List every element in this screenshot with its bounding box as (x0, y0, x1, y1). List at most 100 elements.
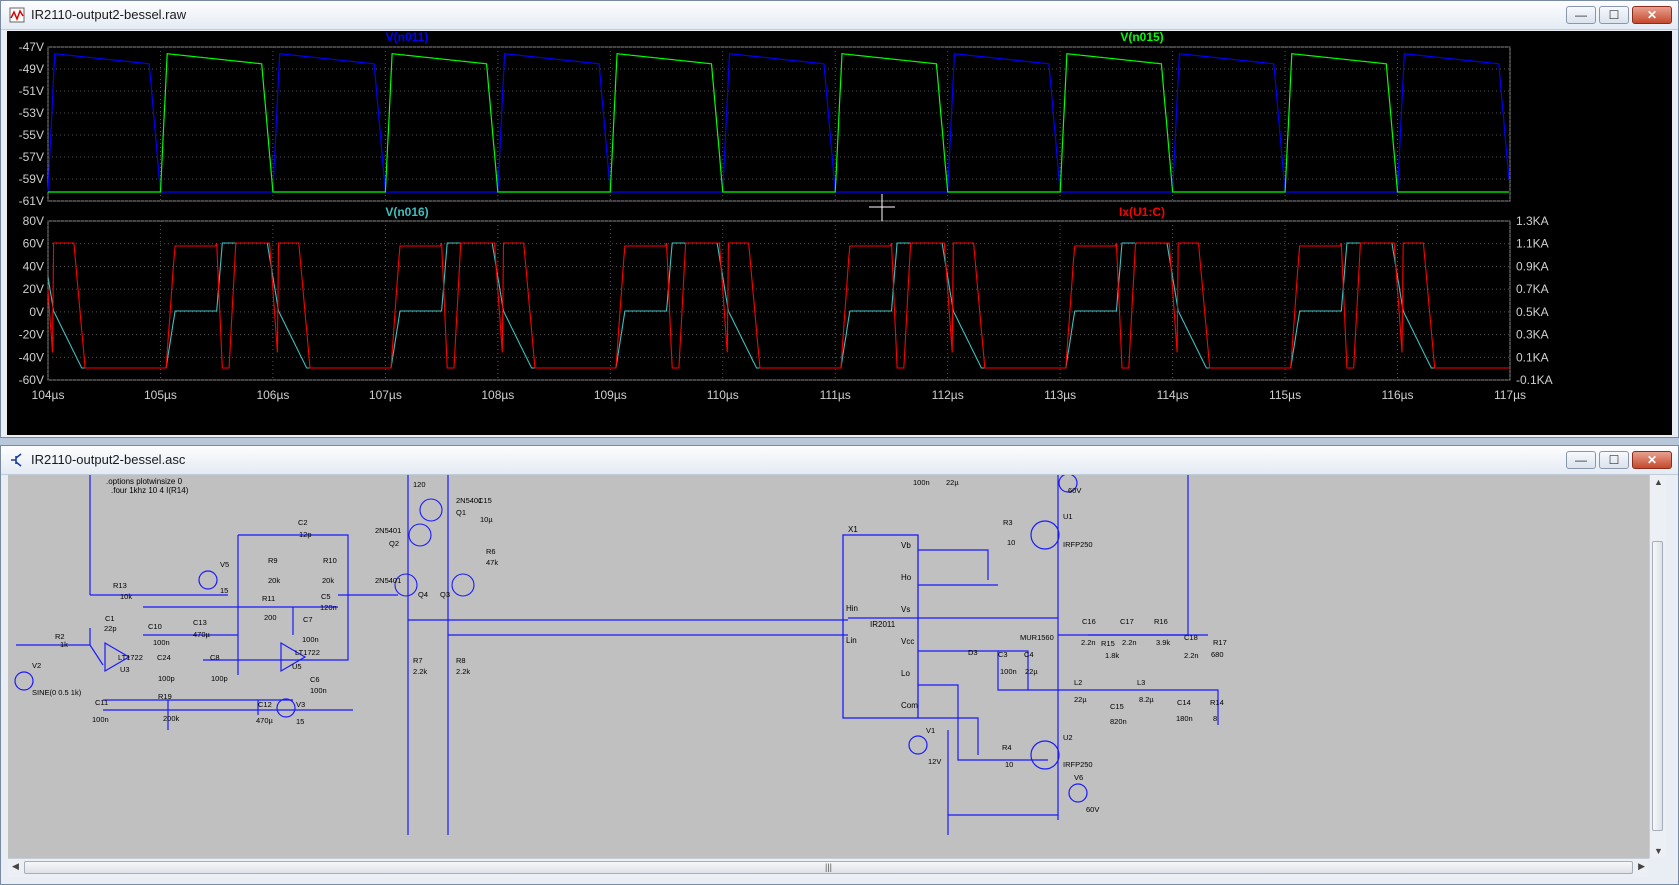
maximize-button[interactable]: ☐ (1599, 451, 1629, 469)
component-label: Lin (846, 636, 857, 645)
component-label: R14 (1210, 698, 1224, 707)
trace-label-vn015: V(n015) (1120, 31, 1163, 44)
waveform-window[interactable]: IR2110-output2-bessel.raw — ☐ ✕ -47V-49V… (0, 0, 1679, 438)
component-label: 60V (1068, 486, 1081, 495)
schematic-titlebar[interactable]: IR2110-output2-bessel.asc — ☐ ✕ (1, 446, 1678, 475)
component-label: IR2011 (870, 620, 896, 629)
component-label: 8 (1213, 714, 1217, 723)
component-label: 10 (1007, 538, 1015, 547)
component-label: R7 (413, 656, 423, 665)
component-label: LT1722 (118, 653, 143, 662)
horizontal-scrollbar[interactable]: ◀ ||| ▶ (8, 858, 1649, 877)
bjt-symbol (408, 523, 432, 547)
schematic-app-icon (11, 453, 22, 467)
y2-tick-label: 1.1KA (1516, 237, 1549, 251)
opamp-symbol (280, 641, 307, 673)
component-label: 22µ (1025, 667, 1038, 676)
voltage-source-symbol (908, 735, 928, 755)
component-label: Q2 (389, 539, 399, 548)
component-label: R4 (1002, 743, 1012, 752)
y-tick-label: 80V (23, 214, 44, 228)
waveform-titlebar[interactable]: IR2110-output2-bessel.raw — ☐ ✕ (1, 1, 1678, 30)
horizontal-scroll-thumb[interactable]: ||| (24, 861, 1633, 874)
close-button[interactable]: ✕ (1632, 6, 1672, 24)
component-label: X1 (848, 525, 858, 534)
wire (918, 549, 989, 580)
voltage-source-symbol (14, 671, 34, 691)
component-label: 22µ (1074, 695, 1087, 704)
y-tick-label: -53V (19, 106, 44, 120)
y-tick-label: -55V (19, 128, 44, 142)
component-label: R10 (323, 556, 337, 565)
minimize-button[interactable]: — (1566, 451, 1596, 469)
y-tick-label: -51V (19, 84, 44, 98)
component-label: C14 (1177, 698, 1191, 707)
x-tick-label: 114µs (1157, 388, 1189, 402)
component-label: C11 (95, 698, 108, 707)
schematic-canvas[interactable]: .options plotwinsize 0.four 1khz 10 4 I(… (8, 475, 1649, 858)
component-label: 680 (1211, 650, 1224, 659)
component-label: C24 (157, 653, 171, 662)
component-label: R16 (1154, 617, 1168, 626)
component-label: Vb (901, 541, 911, 550)
trace-vn011 (47, 53, 1510, 193)
vertical-scrollbar[interactable]: ▲ ▼ (1649, 475, 1666, 858)
schematic-svg[interactable]: .options plotwinsize 0.four 1khz 10 4 I(… (8, 475, 1649, 858)
component-label: 2.2n (1122, 638, 1137, 647)
y-tick-label: -61V (19, 194, 44, 208)
component-label: Vs (901, 605, 910, 614)
component-label: 120n (320, 603, 337, 612)
component-label: 100n (310, 686, 327, 695)
scroll-down-arrow[interactable]: ▼ (1654, 846, 1663, 856)
component-label: 100n (153, 638, 170, 647)
maximize-button[interactable]: ☐ (1599, 6, 1629, 24)
trace-label-vn011: V(n011) (386, 31, 429, 44)
component-label: V6 (1074, 773, 1083, 782)
component-label: 2.2n (1081, 638, 1096, 647)
bjt-symbol (394, 573, 418, 597)
x-tick-label: 107µs (369, 388, 402, 402)
y-tick-label: -57V (19, 150, 44, 164)
component-label: 60V (1086, 805, 1099, 814)
component-label: Vcc (901, 637, 914, 646)
component-label: .four 1khz 10 4 I(R14) (111, 486, 189, 495)
x-tick-label: 116µs (1382, 388, 1414, 402)
component-label: 2N5401 (375, 576, 401, 585)
voltage-source-symbol (276, 698, 296, 718)
component-label: 100n (913, 478, 930, 487)
component-label: C15 (478, 496, 492, 505)
component-label: C13 (193, 618, 207, 627)
component-label: R15 (1101, 639, 1115, 648)
component-label: V2 (32, 661, 41, 670)
component-label: C8 (210, 653, 220, 662)
component-label: 2.2k (413, 667, 427, 676)
component-label: U2 (1063, 733, 1073, 742)
component-label: 120 (413, 480, 426, 489)
y-tick-label: 0V (29, 305, 44, 319)
trace-vn016 (47, 242, 1509, 369)
voltage-source-symbol (1068, 783, 1088, 803)
component-label: 200k (163, 714, 180, 723)
schematic-window-title: IR2110-output2-bessel.asc (31, 452, 186, 467)
close-button[interactable]: ✕ (1632, 451, 1672, 469)
x-tick-label: 108µs (481, 388, 514, 402)
component-label: R3 (1003, 518, 1013, 527)
minimize-button[interactable]: — (1566, 6, 1596, 24)
component-label: U1 (1063, 512, 1073, 521)
component-label: 100n (92, 715, 109, 724)
scroll-right-arrow[interactable]: ▶ (1638, 861, 1645, 871)
component-label: C18 (1184, 633, 1198, 642)
scroll-up-arrow[interactable]: ▲ (1654, 477, 1663, 487)
scroll-left-arrow[interactable]: ◀ (12, 861, 19, 871)
y-tick-label: -49V (19, 62, 44, 76)
component-label: U5 (292, 662, 302, 671)
component-label: V1 (926, 726, 935, 735)
component-label: IRFP250 (1063, 540, 1093, 549)
vertical-scroll-thumb[interactable] (1652, 541, 1663, 831)
component-label: V5 (220, 560, 229, 569)
component-label: LT1722 (295, 648, 320, 657)
bjt-symbol (419, 498, 443, 522)
trace-label-ixu1c: Ix(U1:C) (1119, 205, 1165, 219)
